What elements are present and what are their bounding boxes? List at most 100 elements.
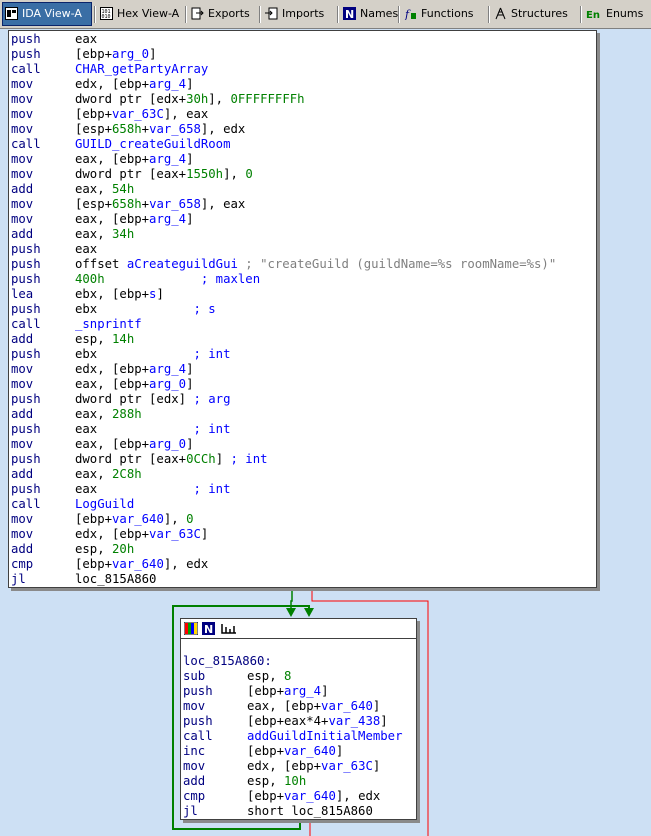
operands: [ebp+arg_4] (247, 684, 328, 699)
tab-separator (398, 6, 400, 23)
operand-token: ; arg (193, 392, 231, 406)
operand-token: edx, [ebp+ (75, 77, 150, 91)
operand-token: ] (215, 452, 231, 466)
operands: eax, [ebp+arg_0] (75, 377, 193, 392)
operands: esp, 10h (247, 774, 306, 789)
operand-token: ebx, [ebp+ (75, 287, 150, 301)
operand-token: 54h (112, 182, 135, 196)
operand-token: eax (75, 242, 98, 256)
operand-token: var_640 (112, 512, 164, 526)
operand-token: arg_0 (149, 437, 187, 451)
operands: loc_815A860 (75, 572, 156, 587)
mnemonic: call (11, 317, 41, 331)
mnemonic: mov (11, 122, 34, 136)
loc-label[interactable]: loc_815A860: (183, 654, 272, 668)
operands: eax, [ebp+arg_0] (75, 437, 193, 452)
operand-token: [ebp+ (247, 744, 285, 758)
mnemonic: mov (11, 152, 34, 166)
color-icon[interactable] (184, 622, 198, 635)
operand-token: 34h (112, 227, 135, 241)
graph-icon[interactable] (220, 622, 238, 635)
tab-ida-view-a[interactable]: IDA View-A (2, 2, 92, 26)
operands: edx, [ebp+var_63C] (247, 759, 380, 774)
operand-token: 0 (186, 512, 194, 526)
operand-token: short loc_815A860 (247, 804, 373, 818)
operand-token: ; maxlen (200, 272, 261, 286)
operand-token: var_438 (328, 714, 381, 728)
operands: [esp+658h+var_658], edx (75, 122, 245, 137)
operand-token: ebx (75, 347, 98, 361)
operand-token: 400h (75, 272, 105, 286)
enums-icon: En (586, 10, 600, 20)
mnemonic: push (11, 242, 41, 256)
operand-token: ] (372, 759, 381, 773)
tab-imports[interactable]: Imports (261, 4, 324, 24)
operand-token: var_63C (112, 107, 164, 121)
operand-token: ], (223, 167, 246, 181)
mnemonic: add (11, 542, 34, 556)
mnemonic: push (11, 257, 41, 271)
operands: eax, 54h (75, 182, 134, 197)
mnemonic: mov (11, 377, 34, 391)
operand-token: ] (200, 527, 209, 541)
operand-token: var_658 (149, 122, 201, 136)
operands: dword ptr [eax+1550h], 0 (75, 167, 253, 182)
green-edge-arrowhead (286, 608, 296, 617)
operand-token: eax, [ebp+ (75, 437, 150, 451)
svg-text:f: f (404, 8, 411, 20)
operand-token: ; s (193, 302, 216, 316)
operands: [esp+658h+var_658], eax (75, 197, 245, 212)
operand-token: eax, [ebp+ (75, 212, 150, 226)
mnemonic: mov (11, 107, 34, 121)
operand-token: GUILD_createGuildRoom (75, 137, 231, 151)
operands: eax, 2C8h (75, 467, 142, 482)
operand-token: _snprintf (75, 317, 142, 331)
operand-token: ] (186, 362, 194, 376)
functions-icon: f (404, 8, 416, 20)
mnemonic: inc (183, 744, 206, 758)
svg-text:101: 101 (102, 9, 111, 15)
mnemonic: push (11, 272, 41, 286)
operand-token: eax (75, 32, 98, 46)
operand-token: ], edx (335, 789, 381, 803)
operand-token: arg_4 (284, 684, 322, 698)
names-icon[interactable]: N (202, 622, 215, 635)
operand-token: dword ptr [eax+ (75, 167, 187, 181)
operand-token: ; int (193, 422, 231, 436)
operand-token: 10h (284, 774, 307, 788)
operand-token: eax, (75, 407, 113, 421)
operand-token: ] (186, 212, 194, 226)
operand-token: edx, [ebp+ (247, 759, 322, 773)
operand-token: arg_4 (149, 212, 187, 226)
operand-token: [ebp+ (247, 684, 285, 698)
operand-token: ; int (230, 452, 268, 466)
tab-exports[interactable]: Exports (187, 4, 250, 24)
svg-text:N: N (345, 8, 354, 20)
tab-separator (580, 6, 582, 23)
operand-token: esp, (75, 542, 113, 556)
operand-token: [ebp+ (75, 557, 113, 571)
operands: [ebp+var_640] (247, 744, 343, 759)
operands: esp, 8 (247, 669, 291, 684)
operand-token: eax, (75, 467, 113, 481)
mnemonic: mov (11, 92, 34, 106)
operand-token: arg_4 (149, 362, 187, 376)
mnemonic: sub (183, 669, 206, 683)
mnemonic: mov (11, 362, 34, 376)
structures-icon (495, 7, 506, 19)
tab-label: Exports (208, 7, 250, 20)
operand-token: ], (163, 512, 187, 526)
tab-structures[interactable]: Structures (490, 4, 568, 24)
node-header: N (181, 619, 416, 639)
operands: eax, [ebp+var_640] (247, 699, 380, 714)
mnemonic: push (183, 684, 213, 698)
operands: [ebp+var_640], edx (75, 557, 208, 572)
mnemonic: mov (183, 699, 206, 713)
